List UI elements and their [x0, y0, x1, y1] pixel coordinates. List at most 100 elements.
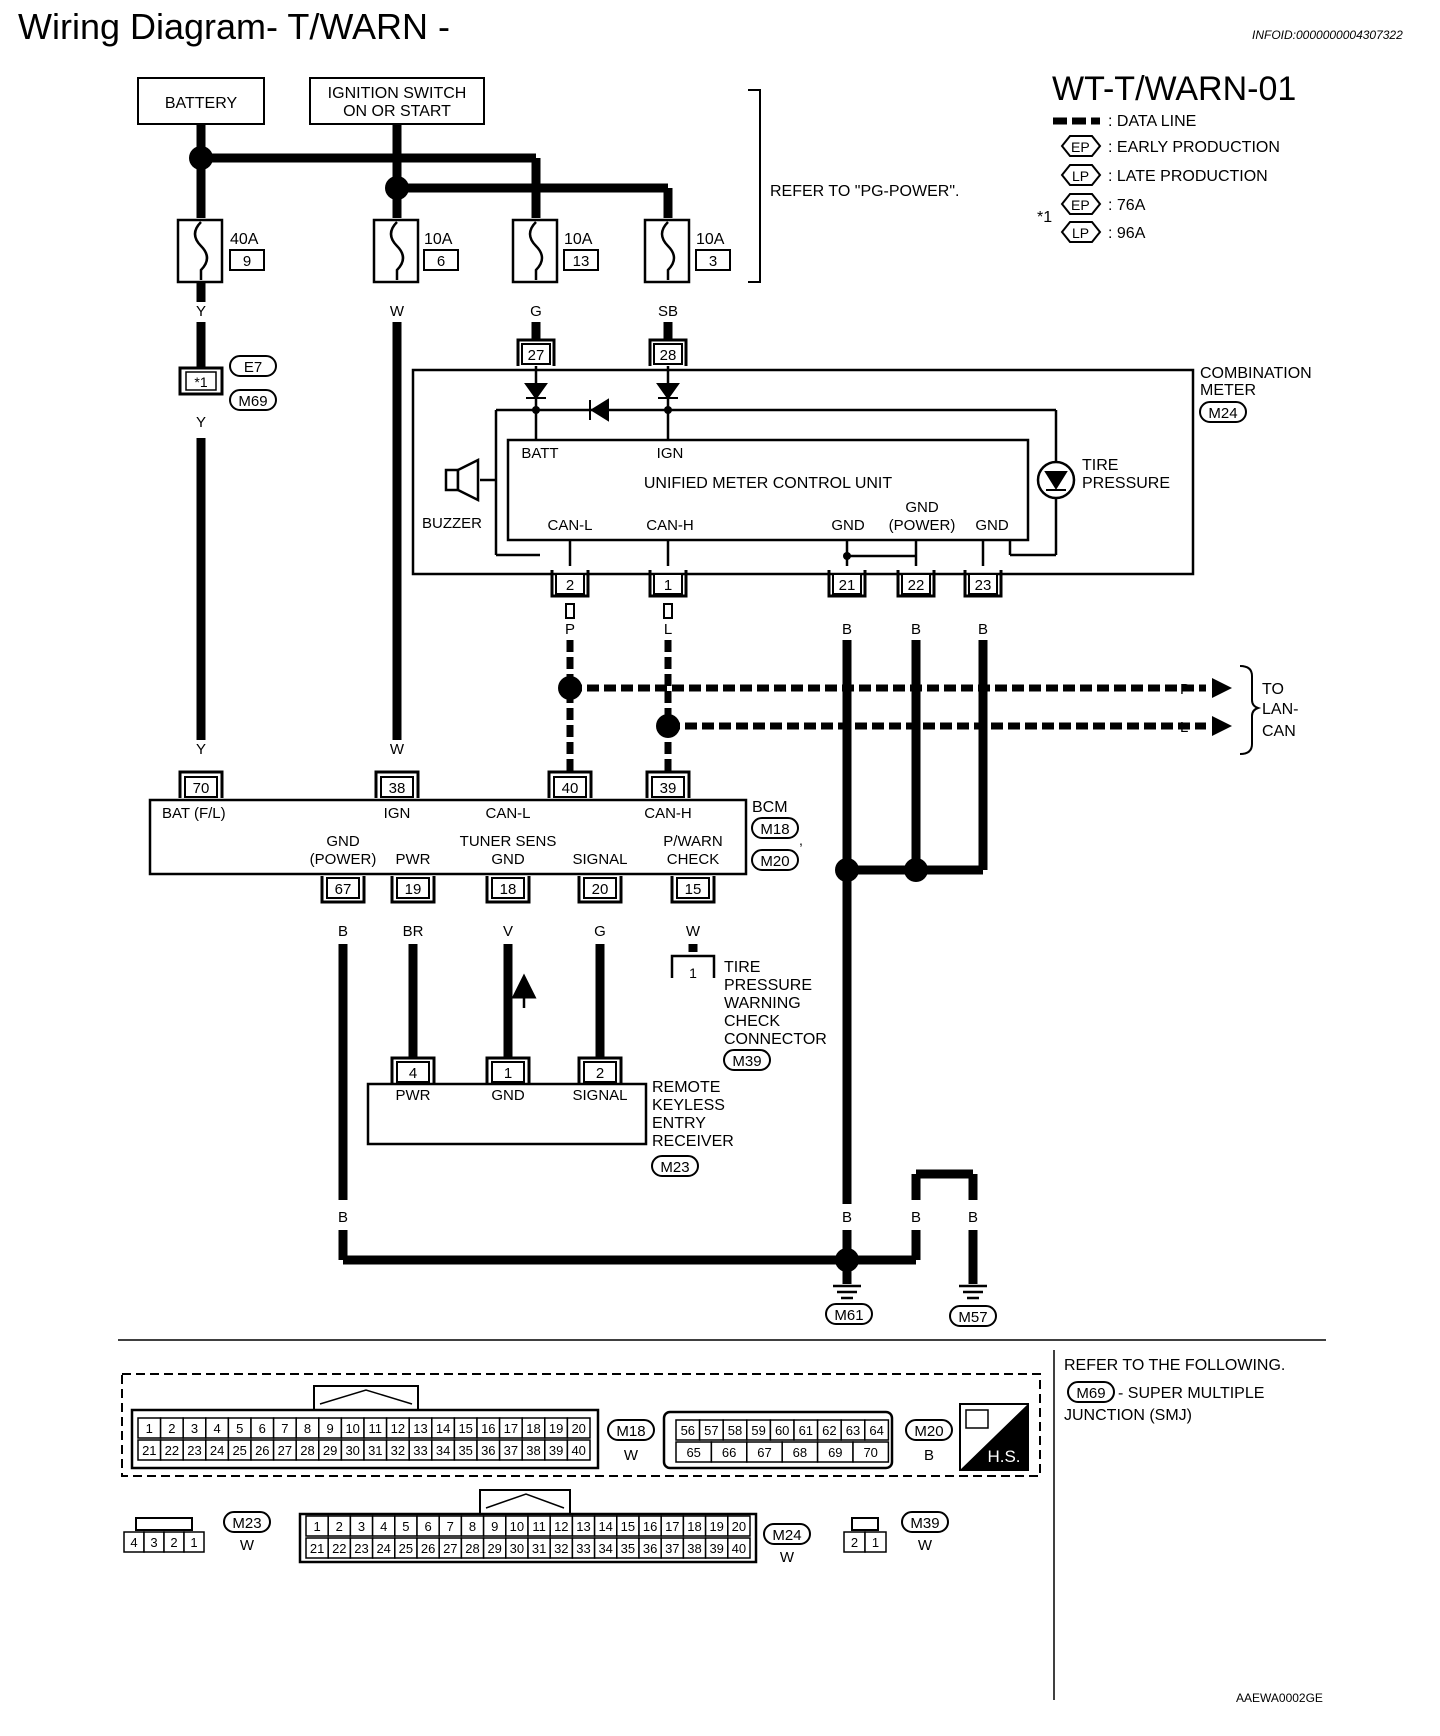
wire-y-bcm: Y — [196, 741, 206, 758]
svg-text:M23: M23 — [232, 1515, 261, 1532]
tire-pressure-label-1: TIRE — [1082, 457, 1118, 474]
svg-text:16: 16 — [481, 1421, 495, 1436]
svg-text:4: 4 — [409, 1065, 417, 1082]
wire-g-bcm: G — [594, 923, 606, 940]
svg-text:9: 9 — [326, 1421, 333, 1436]
svg-text:21: 21 — [142, 1443, 156, 1458]
connector-pin: 21 — [305, 1537, 329, 1559]
svg-text:28: 28 — [465, 1541, 479, 1556]
connector-m18-label: M18 W — [607, 1419, 655, 1464]
svg-text:1: 1 — [689, 965, 697, 981]
svg-text:26: 26 — [421, 1541, 435, 1556]
svg-text:28: 28 — [660, 347, 677, 364]
svg-text:2: 2 — [168, 1421, 175, 1436]
connector-pin: 9 — [482, 1515, 507, 1537]
bcm-gnd-power-1: GND — [326, 833, 360, 850]
tire-pressure-label-2: PRESSURE — [1082, 475, 1170, 492]
svg-text:40: 40 — [732, 1541, 746, 1556]
connector-pin: 2 — [843, 1531, 866, 1553]
connector-pin: 24 — [205, 1439, 230, 1461]
legend-ep76-icon: EP — [1060, 193, 1102, 215]
bcm-pin-19: 19 — [390, 876, 436, 904]
bcm-box — [148, 798, 748, 876]
connector-m23-label: M23 W — [223, 1511, 271, 1554]
connector-pin: 1 — [183, 1531, 205, 1553]
connector-pin: 13 — [408, 1417, 433, 1439]
bcm-comma: , — [799, 832, 803, 848]
connector-pin: 1 — [864, 1531, 887, 1553]
wire-v-bcm: V — [503, 923, 513, 940]
bcm-connector-m18: M18 — [751, 817, 799, 839]
svg-text:61: 61 — [799, 1423, 813, 1438]
svg-text:34: 34 — [598, 1541, 612, 1556]
svg-text:15: 15 — [458, 1421, 472, 1436]
svg-text:3: 3 — [709, 253, 717, 270]
svg-text:39: 39 — [709, 1541, 723, 1556]
bcm-pwarn-1: P/WARN — [663, 833, 722, 850]
svg-text:29: 29 — [487, 1541, 501, 1556]
diode-batt — [524, 383, 548, 400]
connector-pin: 23 — [349, 1537, 374, 1559]
diagram-code: WT-T/WARN-01 — [1052, 70, 1296, 108]
battery-label: BATTERY — [165, 95, 238, 112]
svg-text:40: 40 — [571, 1443, 585, 1458]
legend-96a: : 96A — [1108, 225, 1146, 242]
svg-text:12: 12 — [391, 1421, 405, 1436]
bcm-ign: IGN — [384, 805, 411, 822]
legend-76a: : 76A — [1108, 197, 1146, 214]
can-l-junction — [558, 676, 582, 700]
receiver-box — [366, 1082, 648, 1146]
bcm-pin-18: 18 — [485, 876, 531, 904]
svg-text:10A: 10A — [424, 231, 453, 248]
svg-text:3: 3 — [358, 1519, 365, 1534]
connector-pin: 11 — [363, 1417, 388, 1439]
svg-text:M23: M23 — [660, 1159, 689, 1176]
connector-pin: 25 — [227, 1439, 252, 1461]
connector-pin: 18 — [682, 1515, 707, 1537]
svg-text:4: 4 — [130, 1535, 137, 1550]
svg-text:27: 27 — [528, 347, 545, 364]
unit-gnd-power-2: (POWER) — [889, 517, 956, 534]
legend-lp96-icon: LP — [1060, 221, 1102, 243]
connector-pin: 10 — [340, 1417, 365, 1439]
svg-text:6: 6 — [424, 1519, 431, 1534]
svg-text:36: 36 — [643, 1541, 657, 1556]
legend-star1: *1 — [1037, 209, 1052, 226]
refer-smj-1: - SUPER MULTIPLE — [1118, 1385, 1264, 1402]
ignition-label-1: IGNITION SWITCH — [328, 85, 467, 102]
legend-lp-icon: LP — [1060, 164, 1102, 186]
connector-pin: 27 — [438, 1537, 463, 1559]
unit-gnd-power-1: GND — [905, 499, 939, 516]
connector-pin: 65 — [675, 1441, 713, 1463]
bcm-bat: BAT (F/L) — [162, 805, 226, 822]
refer-smj-2: JUNCTION (SMJ) — [1064, 1407, 1192, 1424]
fuse-10a-3: 10A 3 — [643, 218, 731, 284]
legend-late-production: : LATE PRODUCTION — [1108, 168, 1268, 185]
connector-pin: 23 — [182, 1439, 207, 1461]
svg-text:37: 37 — [665, 1541, 679, 1556]
svg-text:10A: 10A — [564, 231, 593, 248]
connector-pin: 68 — [781, 1441, 819, 1463]
connector-pin: 34 — [593, 1537, 618, 1559]
svg-text:17: 17 — [665, 1519, 679, 1534]
svg-text:33: 33 — [576, 1541, 590, 1556]
combination-meter-label-2: METER — [1200, 382, 1256, 399]
svg-text:11: 11 — [532, 1519, 546, 1534]
battery-junction — [189, 146, 213, 170]
svg-text:M20: M20 — [760, 853, 789, 870]
bcm-gnd-power-2: (POWER) — [310, 851, 377, 868]
refer-pg-power: REFER TO "PG-POWER". — [770, 183, 959, 200]
meter-control-unit — [506, 438, 1030, 542]
power-bus — [196, 124, 673, 218]
svg-text:4: 4 — [380, 1519, 387, 1534]
wire-w-bcm-15: W — [686, 923, 701, 940]
connector-pin: 5 — [227, 1417, 252, 1439]
svg-text:70: 70 — [863, 1445, 877, 1460]
bcm-pwr: PWR — [396, 851, 431, 868]
svg-text:2: 2 — [596, 1065, 604, 1082]
connector-pin: 63 — [840, 1419, 866, 1441]
